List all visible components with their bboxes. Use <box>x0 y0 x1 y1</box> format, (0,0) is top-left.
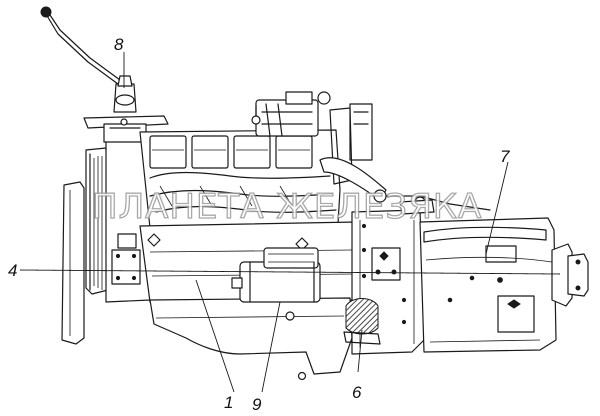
oil-pan <box>149 297 353 381</box>
callout-8: 8 <box>114 35 124 54</box>
front-cover <box>85 139 151 303</box>
callout-6: 6 <box>352 383 362 402</box>
watermark-text: ПЛАНЕТА ЖЕЛЕЗЯКА <box>92 187 482 227</box>
fan-shroud <box>61 181 85 345</box>
leader-lines <box>123 52 509 393</box>
callout-1: 1 <box>224 393 233 412</box>
callout-7: 7 <box>500 147 510 166</box>
gear-lever <box>40 6 137 113</box>
centerline <box>19 269 561 275</box>
callout-4: 4 <box>8 261 17 280</box>
callout-9: 9 <box>252 395 262 414</box>
clutch-housing <box>343 209 425 355</box>
output-flange <box>551 243 589 307</box>
